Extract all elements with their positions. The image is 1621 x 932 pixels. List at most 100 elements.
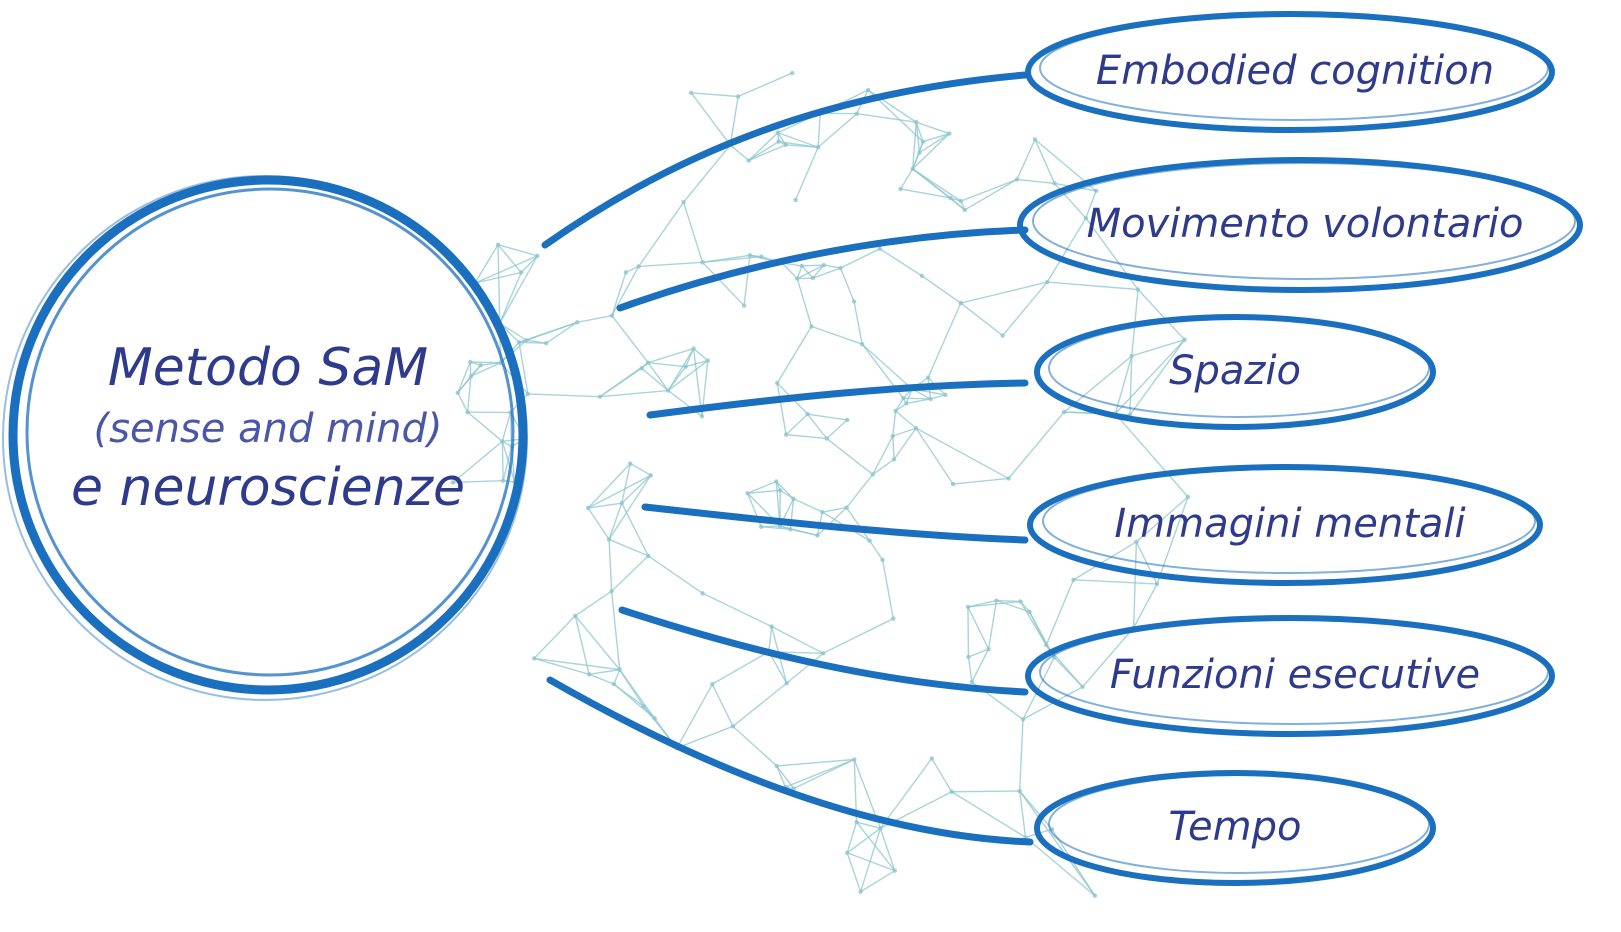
network-node (898, 186, 903, 192)
network-link (497, 244, 522, 273)
network-link (1018, 719, 1024, 792)
network-link (613, 669, 621, 685)
network-node (1014, 177, 1020, 182)
network-link (1008, 411, 1065, 479)
network-node (986, 646, 991, 652)
connector-stroke-2 (616, 226, 1029, 312)
network-node (809, 324, 814, 329)
network-node (586, 672, 592, 677)
network-node (854, 111, 860, 116)
center-line3: e neuroscienze (71, 458, 465, 518)
network-link (474, 244, 499, 284)
network-link (676, 725, 734, 749)
network-link (641, 367, 669, 392)
network-link (702, 255, 762, 264)
network-link (911, 122, 917, 169)
network-node (623, 270, 629, 275)
network-link (638, 201, 685, 267)
network-node (455, 390, 460, 396)
network-link (776, 326, 813, 384)
network-link (855, 821, 896, 872)
network-node (950, 481, 956, 487)
network-link (960, 302, 1004, 337)
network-node (747, 253, 753, 258)
network-node (495, 242, 501, 247)
network-link (497, 244, 501, 324)
network-node (468, 374, 474, 379)
network-link (987, 600, 998, 650)
network-link (587, 507, 610, 540)
network-node (700, 260, 705, 265)
network-node (965, 604, 971, 610)
network-link (732, 725, 778, 767)
network-node (617, 667, 622, 672)
network-link (599, 389, 669, 398)
network-link (497, 244, 538, 257)
network-link (467, 411, 503, 442)
network-link (587, 474, 652, 509)
topic-3: Spazio (1034, 314, 1436, 430)
network-link (533, 615, 576, 659)
network-node (815, 533, 820, 538)
network-node (913, 425, 919, 431)
network-link (682, 144, 731, 203)
network-node (838, 265, 843, 271)
network-node (478, 363, 483, 368)
network-link (682, 202, 704, 263)
network-link (895, 397, 904, 412)
network-node (892, 868, 897, 873)
network-node (759, 254, 764, 259)
network-node (525, 391, 531, 397)
network-node (775, 380, 780, 386)
network-link (748, 132, 779, 162)
network-node (769, 624, 774, 629)
network-node (774, 479, 779, 484)
network-link (816, 507, 848, 536)
network-node (865, 87, 871, 93)
network-node (948, 195, 953, 201)
network-node (1017, 788, 1022, 794)
network-link (905, 388, 913, 404)
network-link (1133, 583, 1158, 629)
network-node (1027, 609, 1032, 615)
network-link (520, 255, 538, 273)
network-link (611, 266, 640, 317)
network-node (784, 681, 789, 686)
neural-network-background (450, 70, 1191, 898)
network-node (910, 166, 915, 172)
network-link (470, 361, 501, 364)
network-node (705, 358, 711, 363)
network-link (785, 758, 855, 788)
network-link (776, 765, 787, 788)
network-link (879, 248, 923, 277)
network-node (925, 375, 931, 380)
network-link (587, 502, 622, 509)
network-link (971, 648, 990, 683)
network-link (899, 168, 914, 190)
network-node (1000, 333, 1005, 338)
network-node (500, 439, 505, 444)
network-node (1129, 353, 1134, 359)
network-link (608, 474, 652, 540)
network-link (768, 626, 773, 652)
network-link (501, 441, 504, 481)
network-node (535, 253, 540, 259)
network-link (915, 122, 924, 142)
network-node (700, 591, 705, 596)
network-node (1044, 643, 1049, 648)
network-node (519, 270, 524, 275)
network-link (625, 265, 639, 273)
network-node (665, 388, 671, 393)
network-node (597, 394, 603, 399)
network-link (1034, 139, 1056, 184)
network-link (776, 758, 855, 767)
network-link (1022, 657, 1055, 720)
connector-strokes (541, 71, 1034, 846)
network-link (711, 683, 734, 727)
network-link (545, 321, 578, 344)
center-circle (8, 175, 528, 695)
network-link (502, 446, 513, 481)
network-link (1129, 339, 1186, 416)
network-link (518, 342, 529, 395)
network-link (737, 72, 793, 98)
